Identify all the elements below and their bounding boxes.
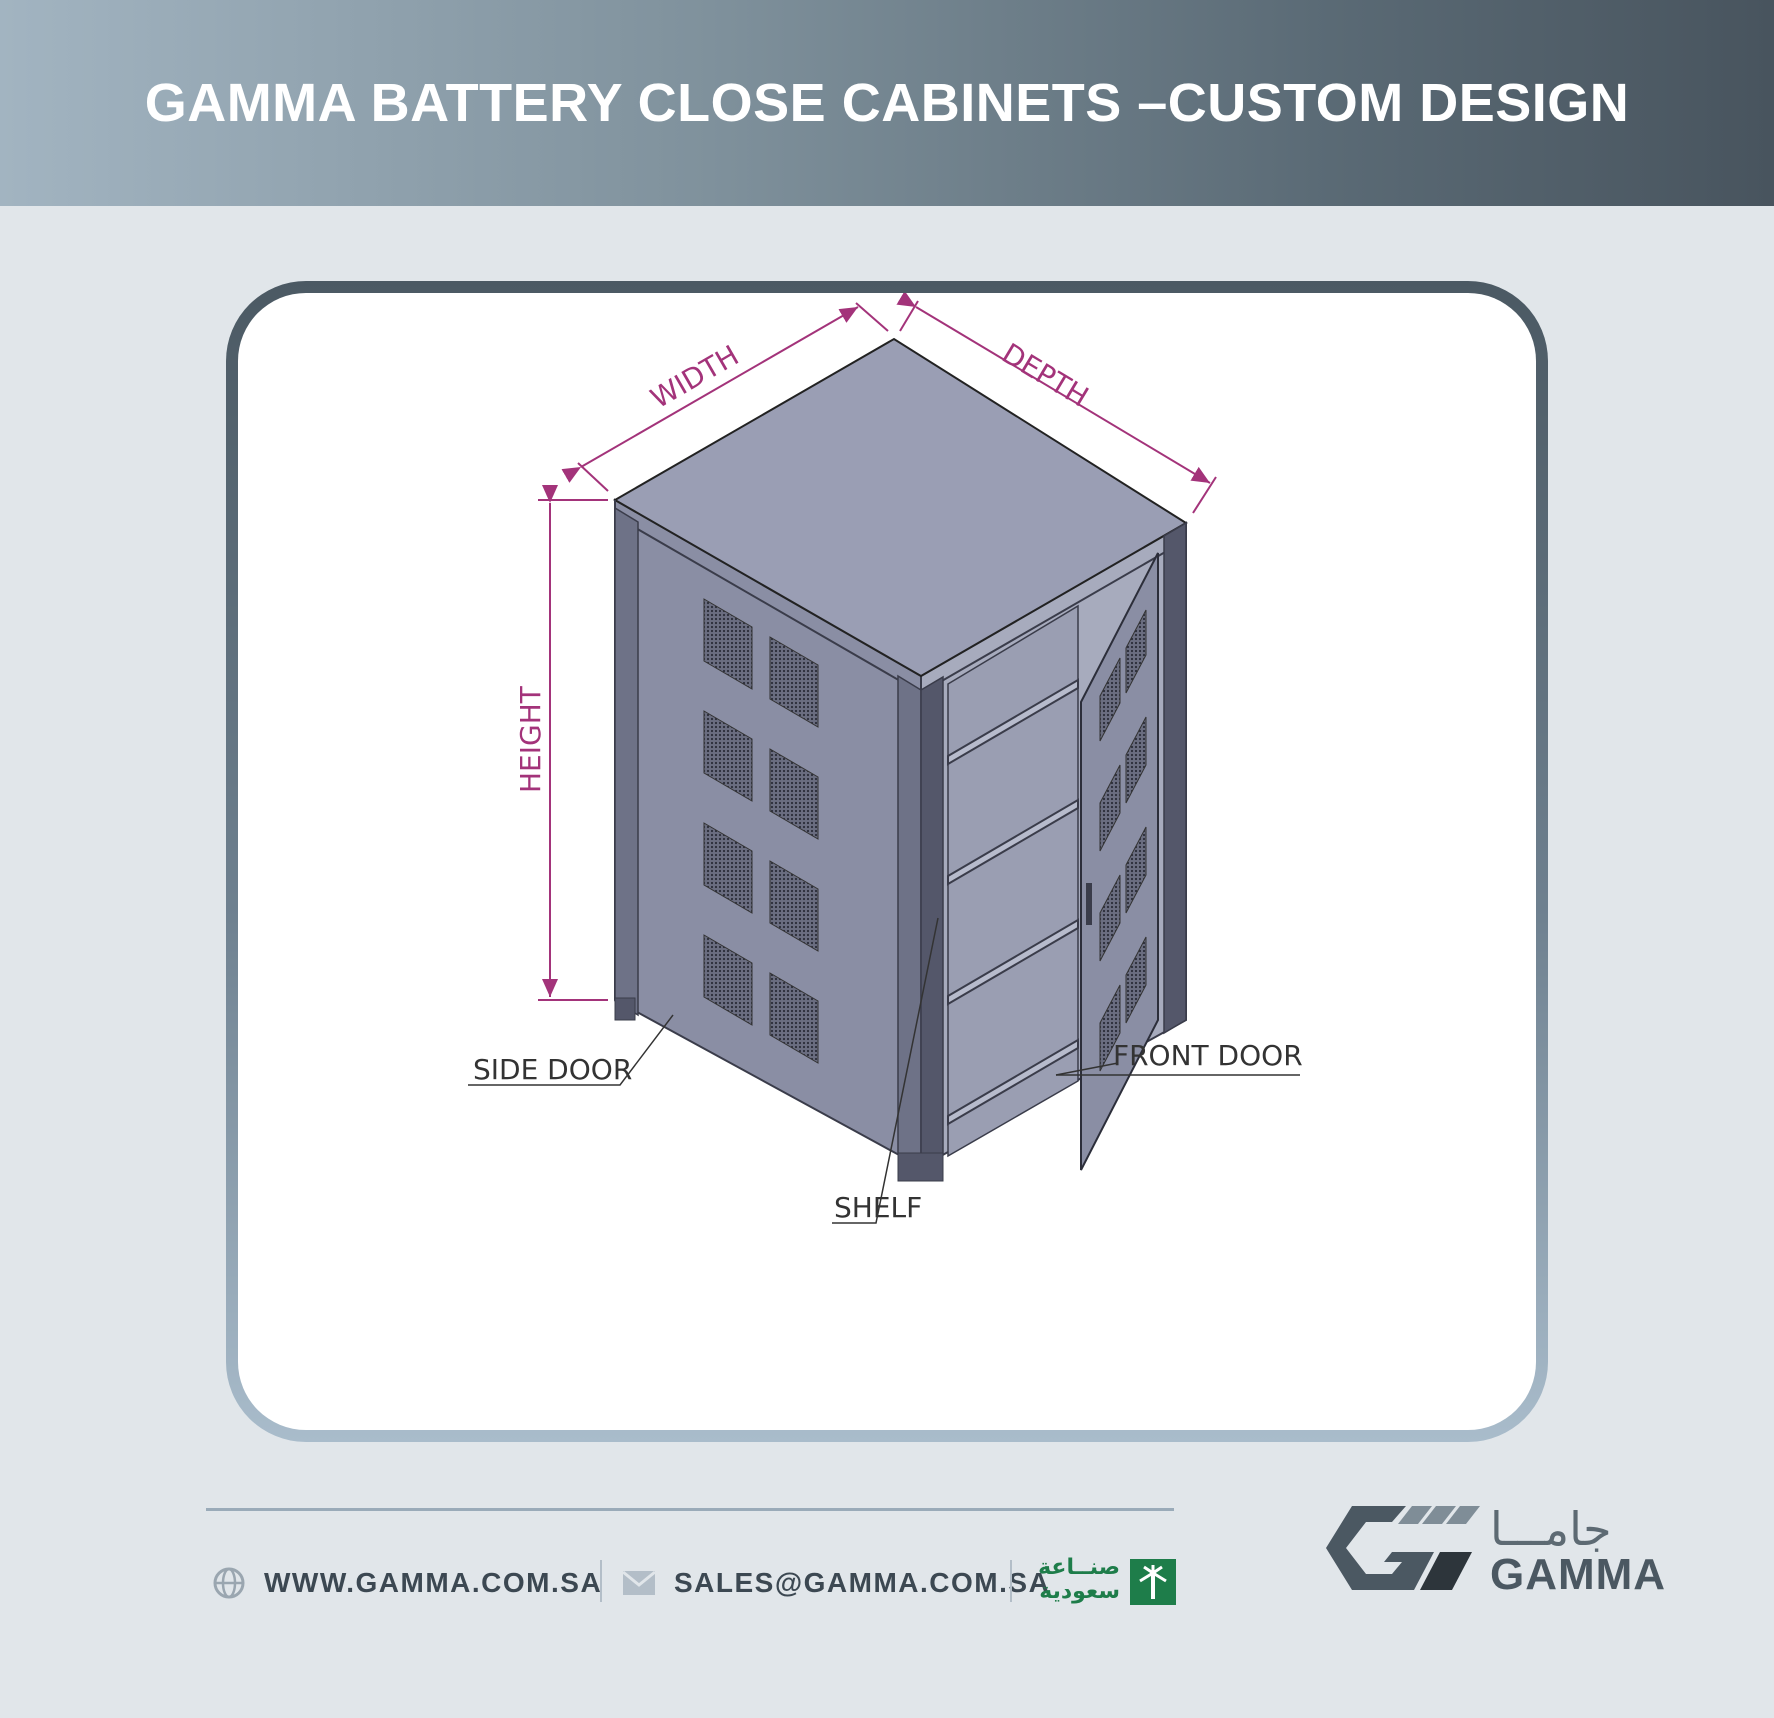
front-door-label: FRONT DOOR xyxy=(1113,1039,1303,1072)
side-door-label: SIDE DOOR xyxy=(473,1053,632,1086)
drawing-panel: WIDTH DEPTH HEIGHT SIDE DOOR FRONT DOOR … xyxy=(238,293,1536,1430)
height-label: HEIGHT xyxy=(514,685,547,793)
logo-arabic: جامـــا xyxy=(1490,1502,1612,1556)
palm-tree-icon xyxy=(1130,1559,1176,1605)
email-text: SALES@GAMMA.COM.SA xyxy=(674,1567,1051,1598)
drawing-frame: WIDTH DEPTH HEIGHT SIDE DOOR FRONT DOOR … xyxy=(226,281,1548,1442)
globe-icon xyxy=(213,1567,245,1599)
footer-separator xyxy=(1010,1560,1012,1602)
shelf-label: SHELF xyxy=(834,1191,922,1224)
saudi-made-badge: صنــاعة سعودية xyxy=(1030,1556,1176,1606)
depth-label: DEPTH xyxy=(996,337,1094,414)
logo-english: GAMMA xyxy=(1490,1550,1667,1599)
side-door-vents xyxy=(703,598,819,1064)
cabinet-interior xyxy=(947,604,1079,1158)
front-door-vents xyxy=(1099,609,1147,1072)
made-in-line2: سعودية xyxy=(1039,1579,1120,1604)
width-label: WIDTH xyxy=(645,339,744,415)
envelope-icon xyxy=(622,1570,656,1595)
email-link[interactable]: SALES@GAMMA.COM.SA xyxy=(622,1558,1050,1608)
shelves xyxy=(947,678,1079,1126)
cabinet-drawing: WIDTH DEPTH HEIGHT SIDE DOOR FRONT DOOR … xyxy=(468,293,1303,1224)
header-banner: GAMMA BATTERY CLOSE CABINETS –CUSTOM DES… xyxy=(0,0,1774,206)
website-link[interactable]: WWW.GAMMA.COM.SA xyxy=(212,1558,602,1608)
gamma-logo-mark xyxy=(1326,1506,1480,1590)
footer-divider xyxy=(206,1508,1174,1511)
website-text: WWW.GAMMA.COM.SA xyxy=(264,1567,603,1598)
page-title: GAMMA BATTERY CLOSE CABINETS –CUSTOM DES… xyxy=(144,73,1630,133)
footer-separator xyxy=(600,1560,602,1602)
made-in-line1: صنــاعة xyxy=(1038,1555,1120,1580)
